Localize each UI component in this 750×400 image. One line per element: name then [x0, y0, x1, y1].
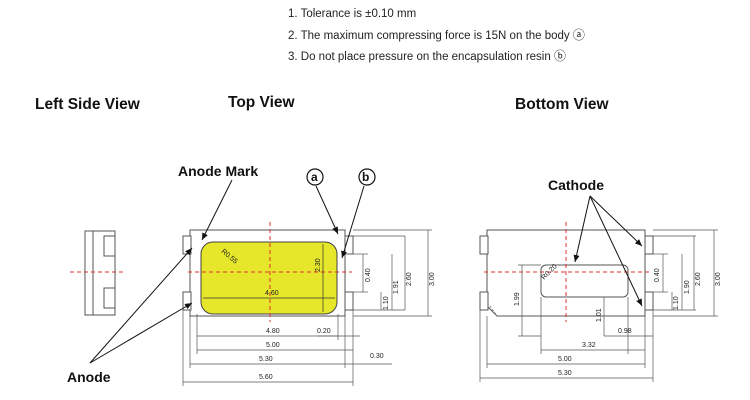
bottom-dim-101: 1.01	[596, 308, 603, 322]
bottom-pad-right-2	[644, 291, 654, 311]
top-pad-left-2	[182, 291, 192, 311]
bottom-left-dim-lines	[518, 264, 605, 337]
top-right-dim-lines	[353, 229, 432, 317]
top-dim-040: 0.40	[365, 268, 372, 282]
top-view-body	[189, 229, 346, 317]
mark-b-circle	[358, 168, 376, 186]
bottom-right-dim-lines	[653, 229, 718, 317]
bottom-dim-300: 3.00	[715, 272, 722, 286]
bottom-view-title: Bottom View	[515, 96, 609, 113]
top-dim-560: 5.60	[259, 374, 273, 381]
bottom-pad-right-1	[644, 235, 654, 255]
bottom-dim-098: 0.98	[618, 328, 632, 335]
note-3-text: 3. Do not place pressure on the encapsul…	[288, 51, 554, 63]
cathode-arrow-window	[573, 195, 591, 263]
bottom-dim-199: 1.99	[514, 292, 521, 306]
bottom-horizontal-dim-lines	[479, 297, 654, 382]
top-dim-191: 1.91	[393, 280, 400, 294]
cathode-arrow-pad-2	[589, 195, 643, 307]
top-dim-230: 2.30	[315, 258, 322, 272]
mark-b-label: b	[362, 170, 369, 184]
bottom-dim-190: 1.90	[684, 280, 691, 294]
bottom-dim-040: 0.40	[654, 268, 661, 282]
top-pad-right-2	[344, 291, 354, 311]
note-2-mark: ⓐ	[572, 27, 585, 42]
anode-arrow-1	[89, 247, 193, 364]
bottom-dim-110: 1.10	[673, 296, 680, 310]
anode-mark-arrow	[201, 179, 233, 241]
top-dim-530: 5.30	[259, 356, 273, 363]
top-dim-020: 0.20	[317, 328, 331, 335]
note-2: 2. The maximum compressing force is 15N …	[288, 25, 585, 47]
note-2-text: 2. The maximum compressing force is 15N …	[288, 29, 573, 42]
top-dim-480: 4.80	[266, 328, 280, 335]
note-3: 3. Do not place pressure on the encapsul…	[288, 46, 585, 68]
bottom-view: R0.20 1.99 1.01 0.40 1.10 1.90 2.60	[479, 222, 722, 382]
mark-a-label: a	[311, 170, 318, 184]
left-side-body	[84, 230, 116, 316]
bottom-dim-530: 5.30	[558, 370, 572, 377]
top-view: 4.60 2.30 R0.55 0.40 1.10 1.91 2.60 3.00	[182, 222, 436, 386]
bottom-dim-332: 3.32	[582, 342, 596, 349]
notes-list: 1. Tolerance is ±0.10 mm 2. The maximum …	[288, 4, 585, 68]
note-1-text: 1. Tolerance is ±0.10 mm	[288, 8, 417, 20]
left-side-view	[70, 230, 125, 316]
top-dim-460: 4.60	[265, 290, 279, 297]
top-dim-260: 2.60	[406, 272, 413, 286]
top-dim-110: 1.10	[383, 296, 390, 310]
top-bottom-dim-lines	[182, 310, 392, 386]
note-3-mark: ⓑ	[553, 49, 566, 63]
bottom-dim-260: 2.60	[695, 272, 702, 286]
top-dim-500: 5.00	[266, 342, 280, 349]
anode-mark-label: Anode Mark	[178, 163, 258, 179]
mark-b-arrow	[341, 185, 365, 259]
bottom-cathode-window	[540, 264, 629, 298]
left-side-view-title: Left Side View	[35, 96, 140, 113]
left-side-lead-bottom	[103, 287, 116, 309]
mark-a-arrow	[315, 185, 339, 235]
cathode-arrow-pad-1	[589, 195, 643, 247]
top-view-title: Top View	[228, 94, 295, 111]
bottom-pad-left-2	[479, 291, 489, 311]
bottom-pad-left-1	[479, 235, 489, 255]
mark-a-circle	[306, 168, 324, 186]
left-side-lead-top	[103, 235, 116, 257]
anode-arrow-2	[89, 302, 193, 364]
anode-label: Anode	[67, 369, 111, 385]
bottom-dim-500: 5.00	[558, 356, 572, 363]
cathode-label: Cathode	[548, 177, 604, 193]
top-view-lens	[200, 241, 338, 315]
top-pad-left-1	[182, 235, 192, 255]
note-1: 1. Tolerance is ±0.10 mm	[288, 4, 585, 25]
top-dim-300: 3.00	[429, 272, 436, 286]
top-dim-030: 0.30	[370, 353, 384, 360]
